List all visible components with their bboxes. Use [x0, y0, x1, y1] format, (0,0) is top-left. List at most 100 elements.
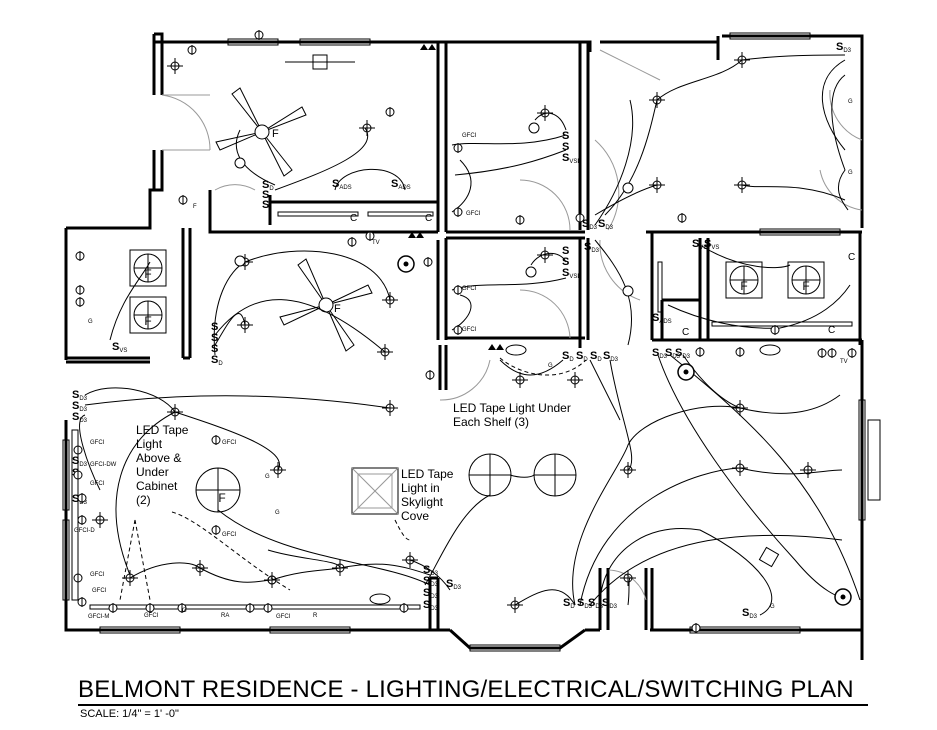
switch-label: SVS: [704, 238, 719, 251]
outlet: [77, 493, 87, 503]
svg-text:F: F: [193, 204, 197, 210]
outlet: [575, 213, 585, 223]
switch-label: SD3: [602, 597, 618, 610]
outlet: [73, 470, 83, 480]
outlet: [770, 325, 780, 335]
outlet: [677, 213, 687, 223]
data-jack-marker: [488, 344, 504, 350]
svg-text:Cabinet: Cabinet: [136, 479, 178, 493]
fan-label: F: [144, 314, 151, 328]
svg-text:Under: Under: [136, 465, 169, 479]
detector: [525, 266, 537, 278]
switch-label: S: [211, 343, 218, 355]
vanity-light: [369, 593, 391, 605]
svg-text:GFCI-DW: GFCI-DW: [90, 462, 117, 468]
switch-label: SD3: [603, 350, 619, 363]
svg-text:Light: Light: [136, 437, 163, 451]
switch-label: S: [562, 245, 569, 257]
svg-text:C: C: [828, 325, 835, 336]
light-fixture: [512, 372, 528, 388]
svg-text:LED Tape: LED Tape: [136, 423, 189, 437]
vanity-light: [505, 344, 527, 356]
switch-label: SD3: [675, 347, 691, 360]
fan-label: F: [802, 279, 809, 293]
svg-text:Above &: Above &: [136, 451, 181, 465]
fan-label: F: [272, 128, 279, 140]
switch-label: SD: [576, 350, 588, 363]
switch-label: SD: [562, 350, 574, 363]
fan-living: [279, 258, 373, 352]
svg-text:GFCI: GFCI: [90, 440, 105, 446]
outlet: [453, 325, 463, 335]
svg-text:C: C: [848, 252, 855, 263]
svg-text:G: G: [848, 99, 853, 105]
svg-text:G: G: [88, 319, 93, 325]
note-led-skylight: LED Tape Light in Skylight Cove: [401, 467, 454, 523]
outlet: [347, 237, 357, 247]
switch-label: S: [211, 321, 218, 333]
outlet: [817, 348, 827, 358]
gfci-labels: GFCI GFCI GFCI GFCI GFCI GFCI GFCI GFCI-…: [74, 99, 853, 620]
svg-text:RA: RA: [221, 613, 229, 619]
outlet: [108, 603, 118, 613]
switch-label: SD3: [836, 41, 852, 54]
svg-text:GFCI: GFCI: [144, 613, 159, 619]
outlet: [453, 285, 463, 295]
wall-fixture: [677, 363, 695, 381]
switch-label: SD3: [598, 218, 614, 231]
ceiling-fans: [215, 54, 373, 352]
outlet: [695, 347, 705, 357]
drawing-title: BELMONT RESIDENCE - LIGHTING/ELECTRICAL/…: [78, 676, 868, 706]
svg-text:GFCI-D: GFCI-D: [74, 528, 95, 534]
light-fixture: [800, 462, 816, 478]
svg-text:C: C: [682, 327, 689, 338]
outlet: [847, 348, 857, 358]
svg-text:GFCI: GFCI: [462, 133, 477, 139]
svg-text:C: C: [350, 213, 357, 224]
windows: [62, 32, 881, 652]
svg-text:GFCI: GFCI: [462, 327, 477, 333]
vanity-light: [759, 344, 781, 356]
switch-label: S: [562, 130, 569, 142]
svg-text:TV: TV: [840, 359, 848, 365]
wall-fixture: [397, 255, 415, 273]
outlet: [365, 231, 375, 241]
data-jack-marker: [420, 44, 436, 50]
fan-label: F: [144, 267, 151, 281]
svg-text:C: C: [425, 213, 432, 224]
switch-label: SD3: [742, 607, 758, 620]
note-led-cabinet: LED Tape Light Above & Under Cabinet (2): [136, 423, 189, 507]
outlet: [75, 285, 85, 295]
light-fixture: [567, 372, 583, 388]
outlet: [73, 573, 83, 583]
wall-fixture: [834, 588, 852, 606]
svg-text:GFCI: GFCI: [276, 614, 291, 620]
closet-labels: C C C C C: [350, 213, 855, 338]
outlet: [178, 195, 188, 205]
outlet: [425, 370, 435, 380]
detector: [622, 182, 634, 194]
fan-top: [285, 54, 355, 70]
switch-label: S: [262, 189, 269, 201]
outlet: [211, 525, 221, 535]
fan-bedroom: [215, 87, 307, 177]
walls: [64, 32, 864, 660]
light-fixture: [167, 58, 183, 74]
skylight: [351, 467, 399, 515]
svg-text:LED Tape Light Under: LED Tape Light Under: [453, 401, 571, 415]
drawing-scale: SCALE: 1/4" = 1' -0": [80, 708, 179, 720]
svg-text:GFCI: GFCI: [222, 440, 237, 446]
svg-text:Each Shelf (3): Each Shelf (3): [453, 415, 529, 429]
fan-label: F: [218, 491, 225, 505]
light-fixture: [537, 247, 553, 263]
detector: [234, 255, 246, 267]
light-fixture: [620, 570, 636, 586]
svg-text:GFCI-M: GFCI-M: [88, 614, 109, 620]
svg-text:Skylight: Skylight: [401, 495, 444, 509]
outlet: [75, 297, 85, 307]
svg-text:G: G: [275, 510, 280, 516]
outlet: [211, 435, 221, 445]
outlet: [177, 603, 187, 613]
outlet: [453, 143, 463, 153]
exhaust-vent: [758, 546, 780, 568]
